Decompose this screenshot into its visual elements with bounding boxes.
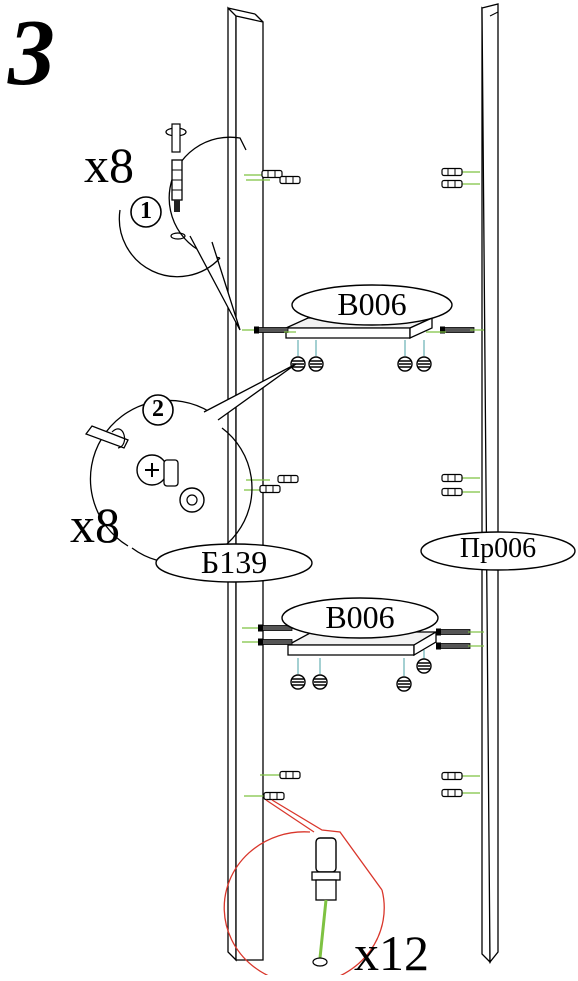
lower-shelf-bolts — [242, 624, 484, 650]
callout-cam-lock — [84, 363, 297, 564]
callout-dowel-detail — [223, 799, 385, 975]
screwdriver-icon — [84, 425, 129, 449]
lower-shelf-cam-locks — [290, 650, 432, 692]
middle-callout-substep: 2 — [152, 396, 164, 422]
cam-lock-icon — [136, 454, 205, 513]
right-panel-label-oval — [420, 531, 576, 571]
drill-icon — [165, 123, 187, 240]
left-panel-label: Б139 — [200, 544, 268, 580]
bottom-callout-quantity: x12 — [354, 925, 429, 981]
upper-shelf-label-oval — [291, 284, 453, 326]
right-panel-label: Пр006 — [459, 533, 537, 564]
right-panel-dowels — [441, 167, 480, 798]
upper-shelf-label: В006 — [337, 286, 407, 322]
upper-shelf-bolts — [242, 326, 484, 334]
step-number: 3 — [8, 1, 55, 105]
top-callout-quantity: x8 — [84, 137, 134, 193]
dowel-detail-icon — [311, 837, 341, 967]
left-panel-label-oval — [155, 543, 313, 583]
right-side-panel — [481, 3, 499, 964]
step-marker-2 — [142, 394, 174, 426]
left-side-panel — [227, 6, 264, 962]
upper-shelf-cam-locks — [290, 340, 432, 372]
middle-callout-quantity: x8 — [70, 497, 120, 553]
lower-shelf-label: В006 — [325, 599, 395, 635]
lower-shelf-label-oval — [281, 597, 439, 639]
step-marker-1 — [130, 196, 162, 228]
left-panel-dowels — [244, 169, 301, 801]
callout-dowel-insertion — [118, 123, 247, 331]
top-callout-substep: 1 — [140, 198, 152, 224]
